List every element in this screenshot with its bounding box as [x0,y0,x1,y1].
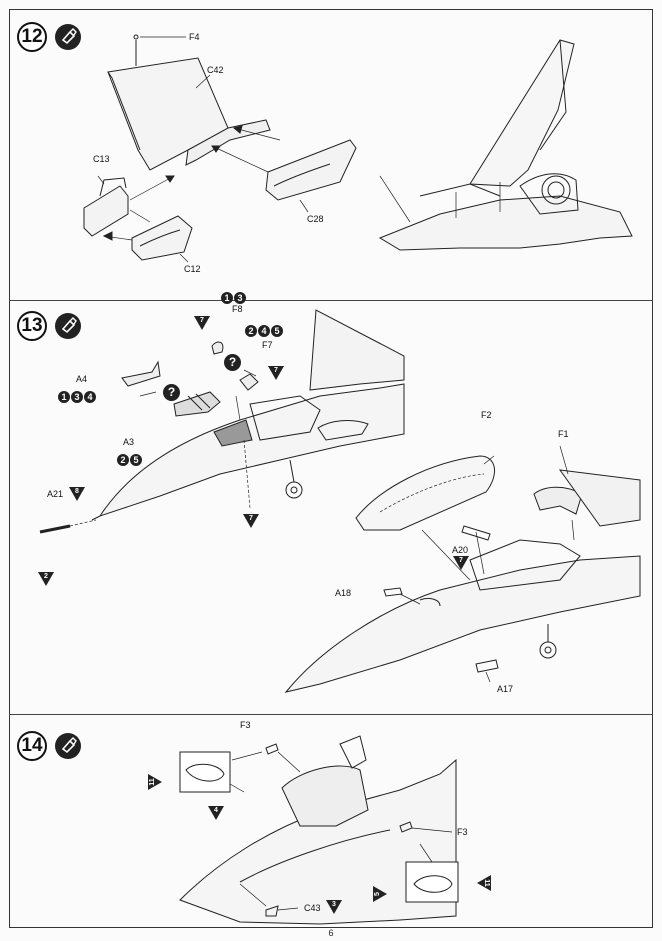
step-number-14: 14 [17,731,47,761]
page-number: 6 [328,928,334,938]
cement-tube-icon [55,313,81,339]
paint-color-triangle: 2 [38,572,54,586]
part-label-c28: C28 [307,214,324,224]
paint-color-triangle: 7 [243,514,259,528]
part-label-f4: F4 [189,32,200,42]
part-label-f7: F7 [262,340,273,350]
part-label-c42: C42 [207,65,224,75]
paint-color-triangle: 7 [453,556,469,570]
part-label-a20: A20 [452,545,469,555]
check-mark-icon: ? [224,354,241,371]
step14-fuselage [179,735,459,925]
paint-color-triangle: 5 [373,886,387,902]
tail-fin-assembly [83,34,357,263]
part-label-a18: A18 [335,588,352,598]
step-number-12: 12 [17,22,47,52]
part-label-f8: F8 [232,304,243,314]
paint-color-triangle: 7 [194,316,210,330]
part-label-f3: F3 [240,720,251,730]
paint-color-triangle: 11 [477,875,491,891]
section-divider [9,300,653,301]
cement-tube-icon [55,24,81,50]
section-divider [9,714,653,715]
step-number-13: 13 [17,311,47,341]
part-label-a17: A17 [497,684,514,694]
cockpit-nose-assembly [39,309,405,534]
part-label-a3: A3 [123,437,135,447]
part-label-a4: A4 [76,374,88,384]
paint-color-triangle: 4 [208,806,224,820]
paint-color-triangle: 7 [268,366,284,380]
tail-on-fuselage [378,39,633,251]
paint-color-triangle: 11 [148,774,162,790]
part-label-c12: C12 [184,264,201,274]
part-label-f2: F2 [481,410,492,420]
cement-tube-icon [55,733,81,759]
part-label-f3: F3 [457,827,468,837]
part-label-c43: C43 [304,903,321,913]
canopy-nose-assembly [284,445,641,693]
check-mark-icon: ? [163,384,180,401]
paint-color-triangle: 3 [326,900,342,914]
part-label-a21: A21 [47,489,64,499]
paint-color-triangle: 8 [69,487,85,501]
page-frame [9,9,653,928]
part-label-f1: F1 [558,429,569,439]
part-label-c13: C13 [93,154,110,164]
